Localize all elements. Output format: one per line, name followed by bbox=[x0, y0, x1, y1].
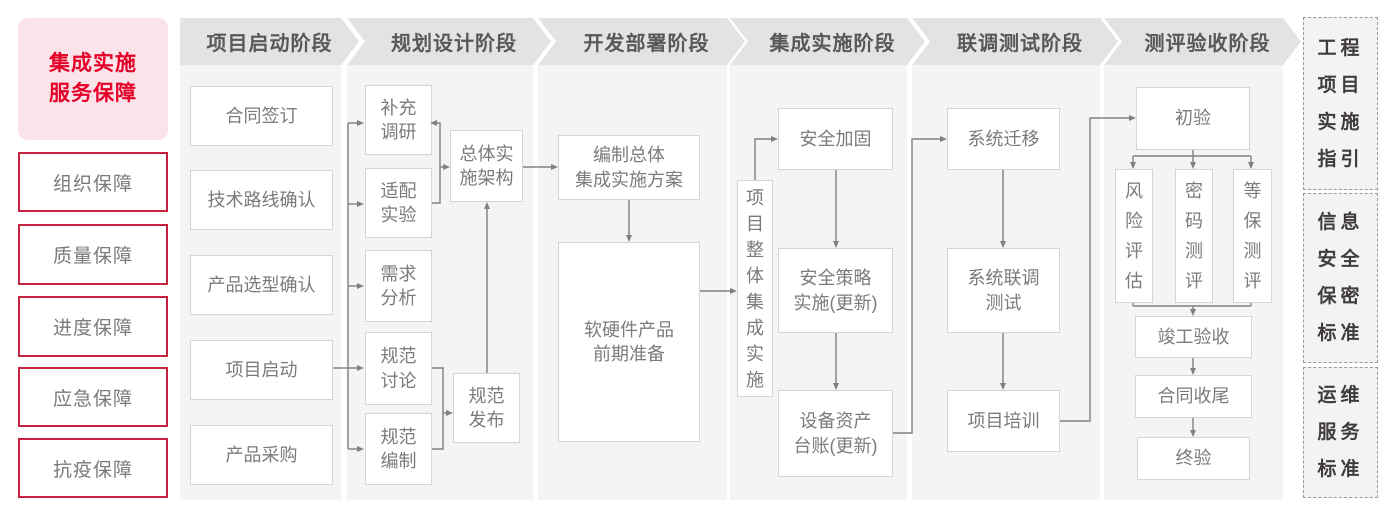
node-crypto-evaluation-label: 密码测评 bbox=[1185, 181, 1203, 291]
legend-item-schedule: 进度保障 bbox=[18, 296, 168, 357]
node-joint-debug-test: 系统联调 测试 bbox=[947, 248, 1060, 333]
legend-item-emergency: 应急保障 bbox=[18, 367, 168, 427]
phase-header-kickoff: 项目启动阶段 bbox=[180, 18, 359, 65]
standard-infosec-confidentiality: 信息安全保密标准 bbox=[1303, 193, 1378, 363]
phase-header-planning: 规划设计阶段 bbox=[347, 18, 551, 65]
node-final-acceptance: 终验 bbox=[1137, 437, 1250, 480]
node-hw-sw-preparation: 软硬件产品 前期准备 bbox=[558, 242, 700, 442]
phase-header-deployment: 开发部署阶段 bbox=[538, 18, 745, 65]
node-product-selection-confirm: 产品选型确认 bbox=[190, 255, 333, 315]
legend-title: 集成实施 服务保障 bbox=[18, 18, 168, 140]
node-completion-acceptance: 竣工验收 bbox=[1135, 316, 1252, 358]
node-overall-impl-architecture: 总体实 施架构 bbox=[450, 130, 523, 202]
node-risk-assessment-label: 风险评估 bbox=[1125, 181, 1143, 291]
node-security-hardening: 安全加固 bbox=[778, 108, 893, 170]
node-security-policy-impl: 安全策略 实施(更新) bbox=[778, 248, 893, 333]
node-contract-closure: 合同收尾 bbox=[1135, 375, 1252, 418]
node-overall-integration-impl-label: 项目整体集成实施 bbox=[746, 187, 764, 390]
phase-header-testing: 联调测试阶段 bbox=[912, 18, 1118, 65]
node-contract-signing: 合同签订 bbox=[190, 86, 333, 146]
legend-item-organization: 组织保障 bbox=[18, 152, 168, 212]
legend-item-epidemic: 抗疫保障 bbox=[18, 438, 168, 498]
phase-header-integration: 集成实施阶段 bbox=[730, 18, 925, 65]
node-crypto-evaluation: 密码测评 bbox=[1175, 169, 1213, 303]
node-spec-drafting: 规范 编制 bbox=[365, 413, 432, 485]
standard-infosec-confidentiality-label: 信息安全保密标准 bbox=[1317, 212, 1364, 344]
legend-item-quality: 质量保障 bbox=[18, 224, 168, 285]
node-initial-acceptance: 初验 bbox=[1136, 87, 1250, 150]
node-spec-release: 规范 发布 bbox=[453, 373, 520, 443]
node-product-procurement: 产品采购 bbox=[190, 425, 333, 485]
standard-ops-service: 运维服务标准 bbox=[1303, 367, 1378, 498]
node-risk-assessment: 风险评估 bbox=[1115, 169, 1153, 303]
node-project-kickoff: 项目启动 bbox=[190, 340, 333, 400]
node-supplementary-research: 补充 调研 bbox=[365, 85, 432, 155]
node-overall-integration-impl: 项目整体集成实施 bbox=[737, 180, 773, 397]
standard-project-implementation-guide-label: 工程项目实施指引 bbox=[1317, 37, 1364, 170]
node-classified-protection-eval: 等保测评 bbox=[1233, 169, 1272, 303]
standard-project-implementation-guide: 工程项目实施指引 bbox=[1303, 17, 1378, 190]
node-asset-ledger-update: 设备资产 台账(更新) bbox=[778, 390, 893, 477]
node-project-training: 项目培训 bbox=[947, 390, 1060, 452]
node-adaptation-test: 适配 实验 bbox=[365, 168, 432, 238]
node-compile-overall-plan: 编制总体 集成实施方案 bbox=[558, 135, 700, 200]
node-requirement-analysis: 需求 分析 bbox=[365, 250, 432, 322]
node-tech-route-confirm: 技术路线确认 bbox=[190, 170, 333, 230]
phase-header-acceptance: 测评验收阶段 bbox=[1104, 18, 1301, 65]
node-spec-discussion: 规范 讨论 bbox=[365, 332, 432, 405]
node-system-migration: 系统迁移 bbox=[947, 108, 1060, 170]
standard-ops-service-label: 运维服务标准 bbox=[1317, 385, 1364, 480]
node-classified-protection-eval-label: 等保测评 bbox=[1243, 181, 1262, 291]
